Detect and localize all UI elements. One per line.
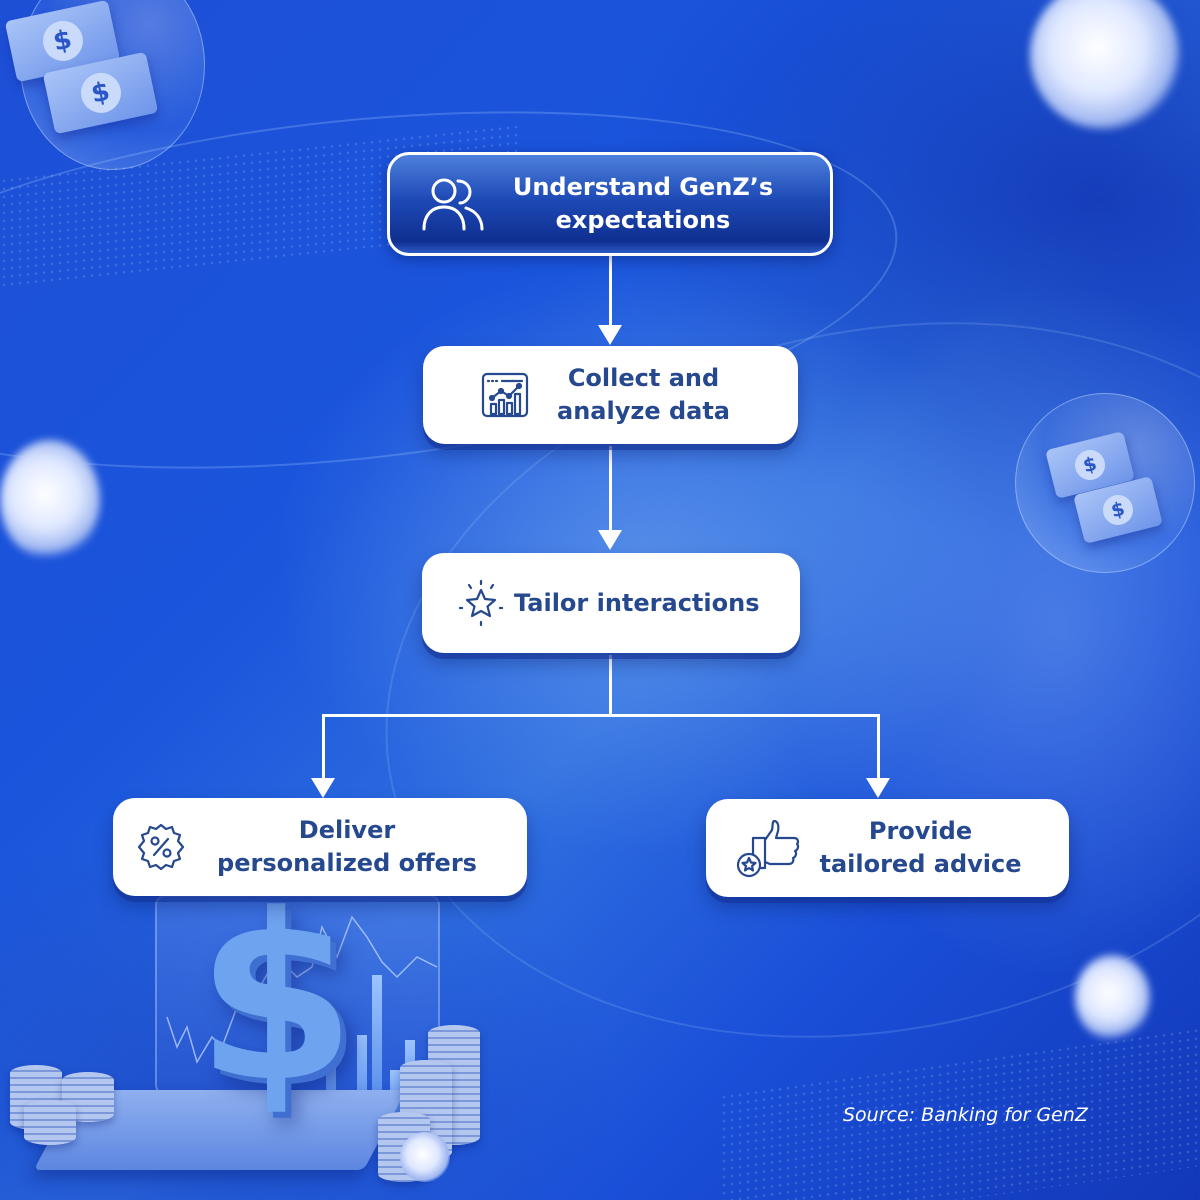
node-deliver-personalized-offers[interactable]: Deliver personalized offers — [113, 798, 527, 896]
dollar-sign-3d-icon: $ — [196, 866, 357, 1133]
analytics-chart-icon — [481, 372, 529, 418]
node-label: Collect and analyze data — [557, 364, 730, 425]
sparkle-star-icon — [456, 578, 506, 628]
thumbs-up-star-icon — [736, 818, 802, 878]
node-label: Understand GenZ’s expectations — [512, 173, 774, 234]
stock-chart-line-icon — [166, 915, 438, 1064]
node-provide-tailored-advice[interactable]: Provide tailored advice — [706, 799, 1069, 897]
discount-badge-icon — [135, 821, 187, 873]
source-citation: Source: Banking for GenZ — [843, 1104, 1088, 1126]
coin-stack — [24, 1100, 76, 1145]
node-collect-analyze-data[interactable]: Collect and analyze data — [423, 346, 798, 444]
node-label: Provide tailored advice — [819, 817, 1022, 878]
node-label: Tailor interactions — [514, 588, 760, 617]
node-tailor-interactions[interactable]: Tailor interactions — [422, 553, 800, 653]
dollar-coin-mark: $ — [76, 69, 125, 117]
connector-line — [877, 714, 880, 779]
arrow-down-icon — [598, 325, 622, 345]
dollar-coin-mark: $ — [1071, 446, 1109, 484]
node-understand-genz-expectations[interactable]: Understand GenZ’s expectations — [387, 152, 833, 256]
connector-line — [609, 655, 612, 715]
connector-line — [609, 256, 612, 328]
coin-decoration — [0, 440, 100, 560]
coin-decoration — [1075, 955, 1150, 1040]
chart-bar — [372, 975, 382, 1120]
users-icon — [420, 175, 486, 233]
node-label: Deliver personalized offers — [217, 816, 477, 877]
dollar-coin-mark: $ — [1099, 491, 1137, 529]
arrow-down-icon — [866, 778, 890, 798]
connector-line — [609, 446, 612, 532]
connector-line — [322, 714, 325, 779]
connector-line — [322, 714, 880, 717]
coin-decoration — [400, 1132, 450, 1182]
chart-bar — [326, 1018, 336, 1108]
dollar-coin-mark: $ — [38, 17, 87, 65]
arrow-down-icon — [598, 530, 622, 550]
laptop-screen — [155, 895, 440, 1095]
coin-decoration — [1030, 0, 1180, 130]
arrow-down-icon — [311, 778, 335, 798]
chart-bar — [357, 1035, 367, 1120]
